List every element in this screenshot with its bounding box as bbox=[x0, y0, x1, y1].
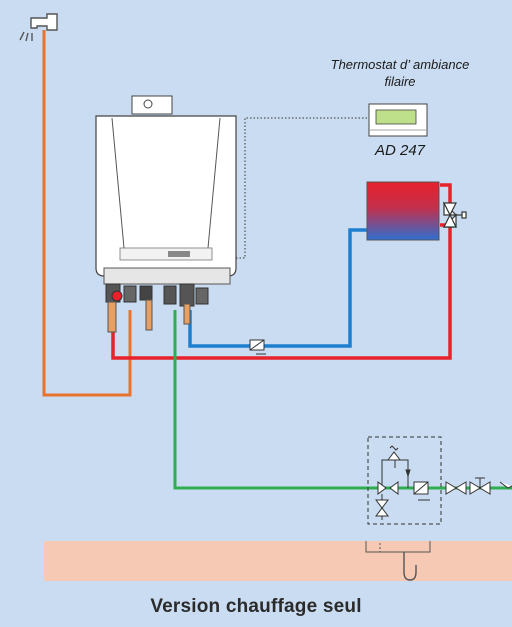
floor-drain bbox=[365, 541, 431, 553]
thermostat-device bbox=[368, 103, 428, 137]
drain-trap bbox=[403, 552, 417, 581]
diagram-caption: Version chauffage seul bbox=[150, 596, 362, 617]
thermostat-model: AD 247 bbox=[374, 142, 426, 159]
safety-group-box bbox=[367, 436, 442, 525]
thermostat-label-line1: Thermostat d’ ambiance bbox=[330, 57, 470, 72]
radiator-valve-icon bbox=[442, 201, 467, 228]
inline-valves bbox=[445, 477, 512, 495]
check-valve-icon bbox=[249, 339, 266, 355]
radiator-flow-link bbox=[440, 183, 452, 205]
safety-group bbox=[375, 445, 430, 520]
boiler bbox=[95, 95, 237, 285]
tap-icon bbox=[19, 13, 58, 42]
thermostat-wire bbox=[236, 117, 370, 259]
heating-return-pipe bbox=[188, 228, 367, 348]
floor-slab bbox=[44, 541, 512, 581]
boiler-fittings bbox=[105, 283, 209, 333]
radiator bbox=[366, 181, 440, 241]
hot-water-pipe bbox=[42, 30, 132, 397]
thermostat-label-line2: filaire bbox=[384, 74, 416, 89]
cold-water-pipe bbox=[173, 310, 512, 490]
thermostat-label: Thermostat d’ ambiance filaire bbox=[300, 56, 500, 90]
